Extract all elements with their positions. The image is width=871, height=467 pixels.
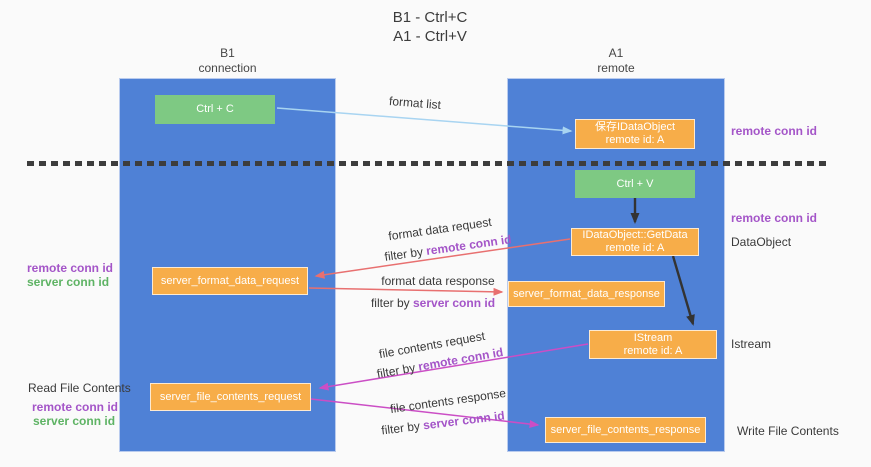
node-stored-idataobject-line1: 保存IDataObject [594,121,676,133]
title-line-1: B1 - Ctrl+C [392,9,468,26]
lane-a1-name: A1 [608,46,624,60]
server-conn-id-text: server conn id [422,408,506,433]
node-stored-idataobject: 保存IDataObject remote id: A [575,119,695,149]
node-server-format-data-request-label: server_format_data_request [160,274,300,287]
node-idataobject-getdata: IDataObject::GetData remote id: A [571,228,699,256]
lane-b1-role: connection [198,61,257,75]
label-istream: Istream [731,337,772,351]
format-data-response-arrow [308,287,504,296]
lane-a1-role: remote [597,61,635,75]
filter-by-text: filter by [380,418,421,438]
filter-by-text: filter by [370,296,410,310]
server-conn-id-text: server conn id [413,296,496,310]
label-left-file-remote-conn-id: remote conn id [32,400,119,414]
node-idataobject-getdata-line1: IDataObject::GetData [582,229,688,241]
lane-header-b1: B1 connection [119,46,336,76]
node-server-file-contents-request: server_file_contents_request [150,383,311,411]
node-server-file-contents-request-label: server_file_contents_request [159,390,302,403]
node-stored-idataobject-line2: remote id: A [605,134,665,146]
label-format-list: format list [388,93,442,113]
node-istream-line1: IStream [633,331,673,344]
label-left-format-server-conn-id: server conn id [27,275,110,289]
node-ctrl-c-label: Ctrl + C [196,103,234,115]
diagram-title: B1 - Ctrl+C A1 - Ctrl+V [330,8,530,46]
node-ctrl-c: Ctrl + C [155,95,275,124]
label-remote-conn-id-top: remote conn id [731,124,818,138]
node-istream: IStream remote id: A [589,330,717,359]
label-left-file-server-conn-id: server conn id [33,414,116,428]
label-left-format-remote-conn-id: remote conn id [27,261,114,275]
lane-header-a1: A1 remote [507,46,725,76]
node-server-format-data-response: server_format_data_response [508,281,665,307]
node-idataobject-getdata-line2: remote id: A [605,242,665,254]
label-read-file-contents: Read File Contents [28,381,131,395]
label-remote-conn-id-mid: remote conn id [731,211,818,225]
label-write-file-contents: Write File Contents [737,424,839,438]
node-server-file-contents-response: server_file_contents_response [545,417,706,443]
label-filter-by-server-1: filter by server conn id [363,296,503,310]
node-server-format-data-response-label: server_format_data_response [513,287,660,300]
lane-b1-name: B1 [220,46,235,60]
node-server-format-data-request: server_format_data_request [152,267,308,295]
dashed-divider [27,161,831,166]
node-istream-line2: remote id: A [623,344,683,357]
node-server-file-contents-response-label: server_file_contents_response [550,423,701,436]
filter-by-text: filter by [375,360,417,382]
label-format-data-response: format data response [381,274,495,288]
node-ctrl-v: Ctrl + V [575,170,695,198]
title-line-2: A1 - Ctrl+V [393,28,467,45]
label-dataobject: DataObject [731,235,792,249]
node-ctrl-v-label: Ctrl + V [616,177,654,190]
filter-by-text: filter by [383,244,424,264]
